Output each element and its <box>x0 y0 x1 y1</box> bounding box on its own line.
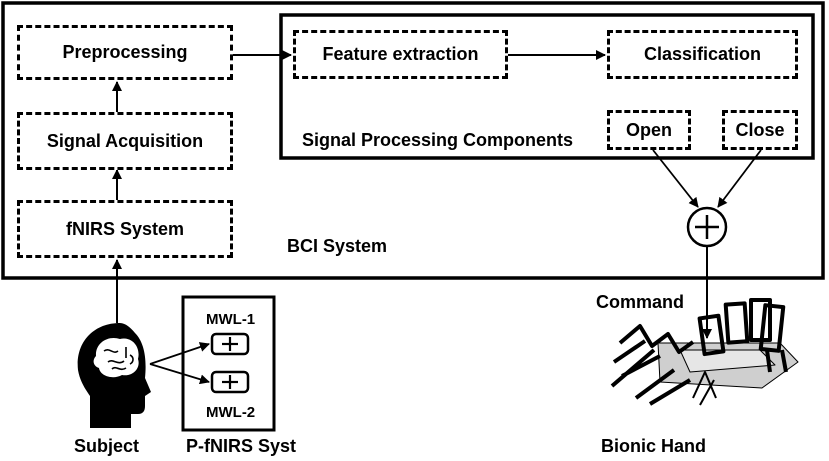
signal-acquisition-box: Signal Acquisition <box>17 112 233 170</box>
pfnirs-label: P-fNIRS Syst <box>186 436 297 456</box>
mwl2-plus-icon <box>210 370 250 394</box>
open-box: Open <box>607 110 691 150</box>
fnirs-system-box: fNIRS System <box>17 200 233 258</box>
mwl2-label: MWL-2 <box>206 404 256 421</box>
bci-system-frame <box>1 1 825 280</box>
close-label: Close <box>735 119 785 140</box>
arrow-close-to-sum <box>717 149 762 208</box>
mwl1-plus-icon <box>210 332 250 356</box>
close-box: Close <box>722 110 798 150</box>
fnirs-system-label: fNIRS System <box>65 218 185 239</box>
subject-label: Subject <box>74 436 140 456</box>
signal-processing-title: Signal Processing Components <box>302 130 574 150</box>
feature-extraction-box: Feature extraction <box>293 30 508 79</box>
bionic-hand-icon <box>610 298 799 406</box>
feature-extraction-label: Feature extraction <box>322 44 479 64</box>
pfnirs-frame <box>181 295 276 432</box>
classification-box: Classification <box>607 30 798 79</box>
signal-acquisition-label: Signal Acquisition <box>46 130 204 151</box>
classification-label: Classification <box>643 44 762 64</box>
arrow-open-to-sum <box>652 149 699 208</box>
sum-junction-icon <box>686 206 728 248</box>
signal-processing-frame <box>279 13 815 160</box>
arrow-head-to-mwl2 <box>149 363 210 385</box>
bci-system-title: BCI System <box>287 236 388 256</box>
preprocessing-box: Preprocessing <box>17 25 233 80</box>
open-label: Open <box>625 119 672 140</box>
arrow-head-to-mwl1 <box>149 342 210 365</box>
bionic-hand-label: Bionic Hand <box>601 436 707 456</box>
head-brain-icon <box>77 323 151 428</box>
preprocessing-label: Preprocessing <box>62 42 188 62</box>
mwl1-label: MWL-1 <box>206 311 256 328</box>
command-label: Command <box>596 292 685 312</box>
